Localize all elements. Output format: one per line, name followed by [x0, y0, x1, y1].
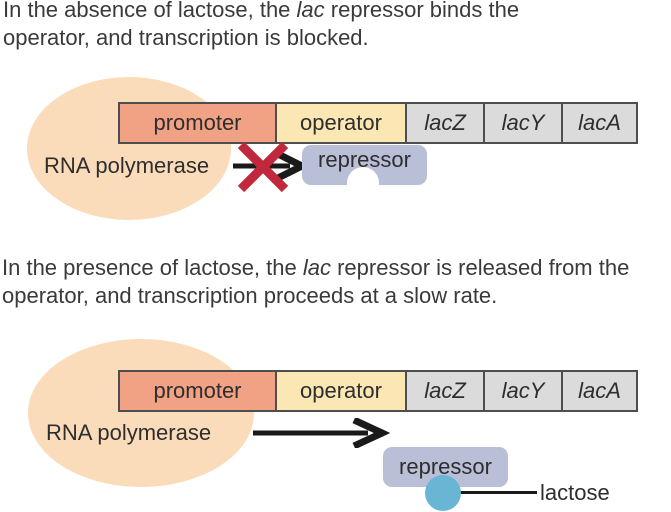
lacz-label: lacZ — [424, 110, 466, 135]
operator-label: operator — [300, 110, 382, 135]
panel1-caption-post: repressor binds the operator, and transc… — [3, 0, 520, 50]
rna-polymerase-blob — [27, 77, 231, 220]
lacz-box: lacZ — [405, 370, 485, 412]
lacy-label: lacY — [501, 110, 545, 135]
laca-label: lacA — [578, 110, 621, 135]
promoter-label: promoter — [153, 110, 242, 135]
lactose-pointer-line — [450, 491, 537, 494]
panel1-caption-pre: In the absence of lactose, the — [3, 0, 297, 22]
lacy-box: lacY — [483, 102, 563, 144]
promoter-label: promoter — [153, 378, 242, 403]
blocked-transcription-arrow-icon — [233, 141, 310, 193]
panel2-caption-lac-italic: lac — [302, 255, 331, 280]
lacz-label: lacZ — [424, 378, 466, 403]
panel2-caption-pre: In the presence of lactose, the — [2, 255, 303, 280]
promoter-box: promoter — [118, 370, 277, 412]
panel2-caption-post: repressor is released from the operator,… — [2, 255, 630, 308]
panel2-caption: In the presence of lactose, the lac repr… — [2, 254, 667, 310]
operator-box: operator — [275, 370, 407, 412]
operon-dna-strip: promoter operator lacZ lacY lacA — [118, 102, 638, 144]
transcription-arrow-icon — [253, 418, 390, 448]
repressor-shape: repressor — [383, 447, 508, 487]
lacz-box: lacZ — [405, 102, 485, 144]
laca-box: lacA — [561, 370, 638, 412]
rna-polymerase-label: RNA polymerase — [44, 153, 210, 178]
rna-polymerase-blob — [28, 339, 254, 487]
operon-dna-strip: promoter operator lacZ lacY lacA — [118, 370, 638, 412]
operator-box: operator — [275, 102, 407, 144]
repressor-notch — [347, 167, 379, 199]
operator-label: operator — [300, 378, 382, 403]
panel1-caption: In the absence of lactose, the lac repre… — [3, 0, 608, 52]
repressor-label: repressor — [399, 454, 492, 479]
lactose-molecule — [425, 475, 461, 511]
laca-label: lacA — [578, 378, 621, 403]
lacy-box: lacY — [483, 370, 563, 412]
rna-polymerase-label: RNA polymerase — [46, 420, 212, 445]
lacy-label: lacY — [501, 378, 545, 403]
laca-box: lacA — [561, 102, 638, 144]
lactose-label: lactose — [540, 480, 610, 505]
panel1-caption-lac-italic: lac — [296, 0, 325, 22]
promoter-box: promoter — [118, 102, 277, 144]
